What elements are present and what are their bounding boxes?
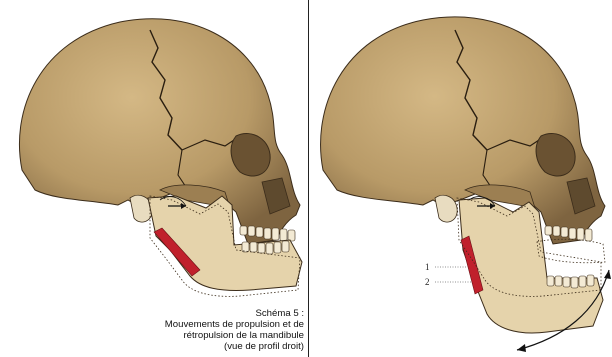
callout-label-1: 1 xyxy=(425,262,430,272)
left-skull-panel: Schéma 5 : Mouvements de propulsion et d… xyxy=(0,0,308,357)
arrowhead-icon xyxy=(517,344,526,352)
right-skull-panel: 1 2 xyxy=(311,0,612,357)
skull-left-illustration xyxy=(0,0,308,357)
panel-divider xyxy=(308,0,309,357)
ghost-teeth-outline xyxy=(537,239,605,263)
caption-line: rétropulsion de la mandibule xyxy=(132,330,304,341)
callout-label-2: 2 xyxy=(425,277,430,287)
skull-right-illustration: 1 2 xyxy=(311,0,612,357)
caption-line: (vue de profil droit) xyxy=(132,341,304,352)
caption-line: Mouvements de propulsion et de xyxy=(132,319,304,330)
caption-line: Schéma 5 : xyxy=(132,308,304,319)
figure-caption: Schéma 5 : Mouvements de propulsion et d… xyxy=(132,308,304,352)
arrowhead-icon xyxy=(604,270,611,279)
